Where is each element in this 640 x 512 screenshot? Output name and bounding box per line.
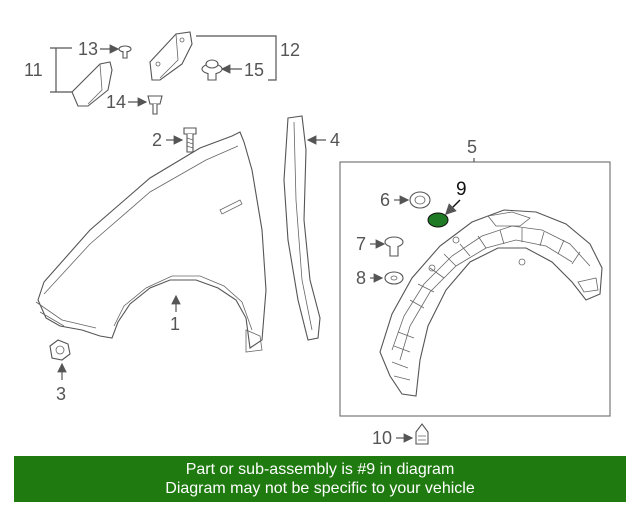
leader-9 bbox=[445, 199, 461, 215]
callout-8: 8 bbox=[356, 268, 366, 288]
callout-11: 11 bbox=[24, 60, 43, 80]
callout-1: 1 bbox=[170, 314, 180, 334]
callout-15: 15 bbox=[244, 60, 264, 80]
part-10-clip: 10 bbox=[372, 423, 429, 448]
callout-3: 3 bbox=[56, 384, 66, 404]
callout-6: 6 bbox=[380, 190, 390, 210]
callout-10: 10 bbox=[372, 428, 392, 448]
callout-4: 4 bbox=[330, 130, 340, 150]
callout-13: 13 bbox=[78, 39, 98, 59]
callout-2: 2 bbox=[152, 130, 162, 150]
part-12-group: 12 15 bbox=[149, 31, 300, 81]
part-3-nut: 3 bbox=[49, 339, 71, 404]
part-5-box bbox=[339, 161, 611, 417]
callout-14: 14 bbox=[106, 92, 126, 112]
info-banner: Part or sub-assembly is #9 in diagram Di… bbox=[14, 456, 626, 502]
part-4-seal: 4 bbox=[283, 115, 340, 341]
part-15-clip bbox=[201, 59, 223, 81]
part-7-clip bbox=[384, 236, 404, 257]
parts-diagram: 11 13 14 12 15 bbox=[24, 31, 611, 448]
part-11-group: 11 13 14 bbox=[24, 39, 163, 115]
leader-11 bbox=[50, 47, 72, 93]
callout-12: 12 bbox=[280, 40, 300, 60]
part-8-washer bbox=[384, 271, 404, 285]
part-1-fender: 1 bbox=[35, 131, 267, 353]
banner-line-2: Diagram may not be specific to your vehi… bbox=[165, 480, 475, 497]
banner-line-1: Part or sub-assembly is #9 in diagram bbox=[185, 461, 455, 478]
callout-7: 7 bbox=[356, 234, 366, 254]
part-6-grommet bbox=[409, 191, 431, 209]
part-14-clip bbox=[147, 95, 163, 115]
wheel-liner bbox=[379, 209, 603, 397]
part-9-highlighted bbox=[427, 212, 449, 228]
part-2-bolt: 2 bbox=[152, 127, 197, 153]
callout-9: 9 bbox=[456, 179, 467, 200]
part-11-bracket bbox=[71, 61, 113, 107]
part-5-group: 5 6 9 7 8 bbox=[339, 137, 611, 417]
part-13-clip bbox=[118, 45, 132, 59]
leader-12-bracket bbox=[196, 35, 277, 81]
callout-5: 5 bbox=[467, 137, 477, 157]
part-12-bracket bbox=[149, 31, 193, 81]
